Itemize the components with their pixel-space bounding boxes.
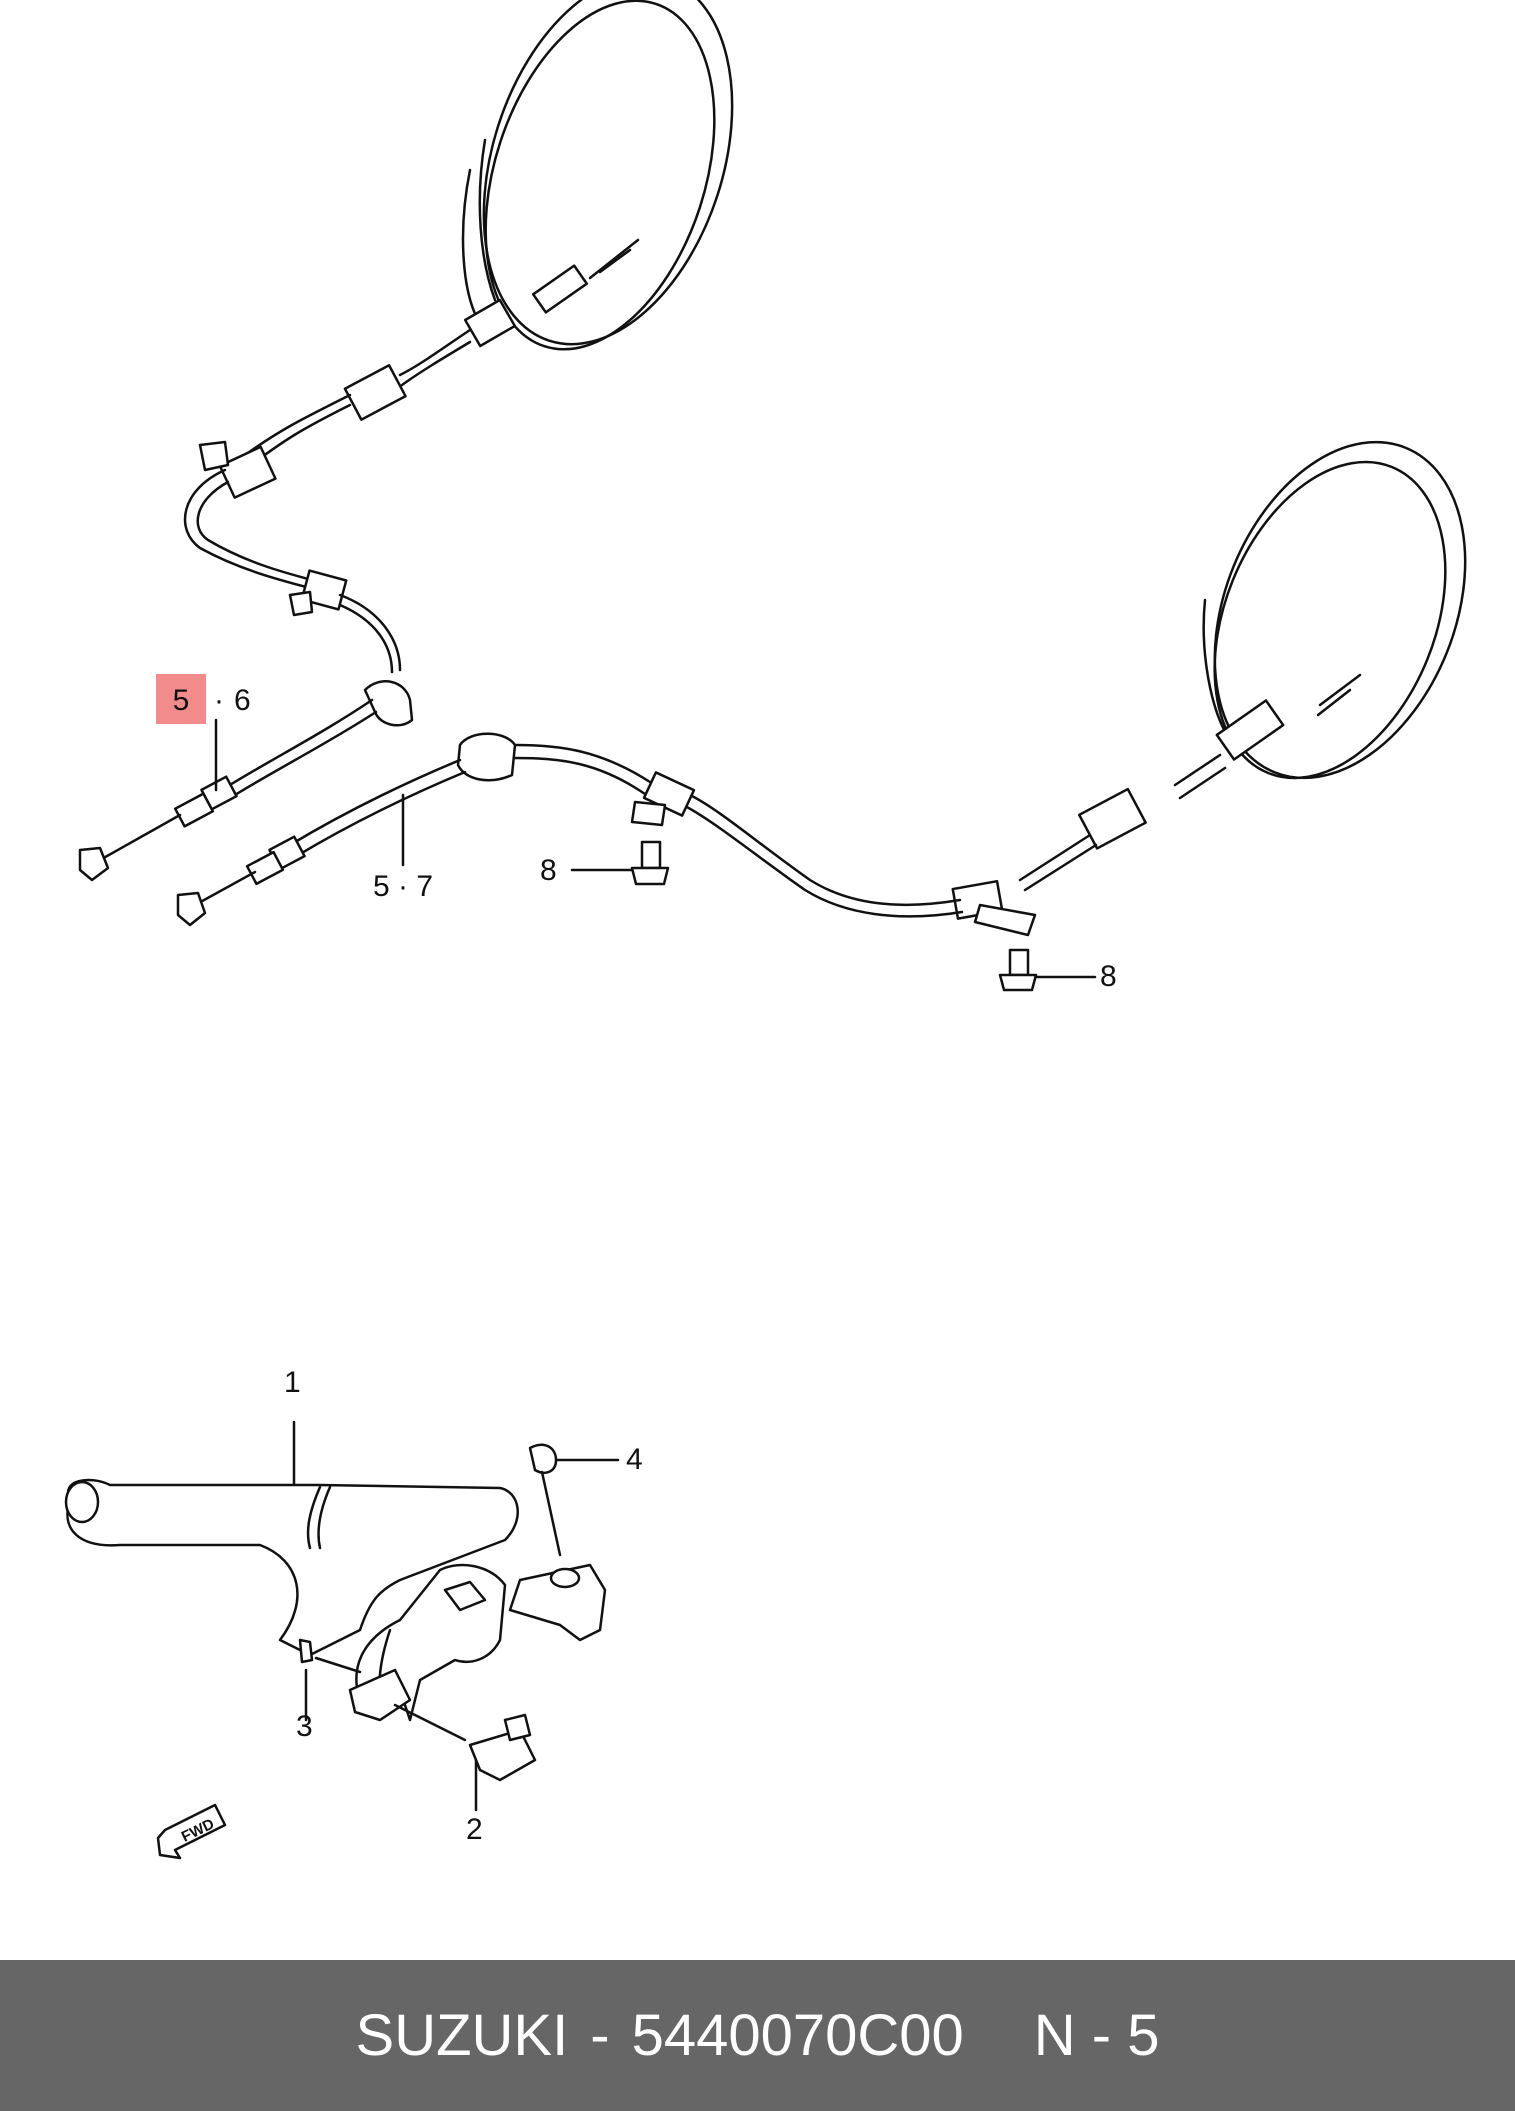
callout-separator: · — [214, 684, 224, 717]
callout-2: 2 — [466, 1813, 483, 1846]
callout-5-highlighted: 5 — [172, 684, 190, 717]
footer-separator: - — [590, 2003, 610, 2068]
cable-5-6 — [78, 238, 640, 882]
callout-8-right: 8 — [1100, 960, 1117, 993]
callout-1: 1 — [284, 1366, 301, 1399]
brake-drum-right — [1202, 440, 1467, 780]
leader-lines — [214, 718, 1097, 1812]
cable-5-7 — [176, 673, 1362, 937]
fwd-arrow-icon — [156, 1803, 227, 1860]
bolt-8-left — [630, 840, 670, 886]
bolt-8-right — [998, 948, 1038, 992]
callout-5-7: 5 · 7 — [373, 870, 434, 903]
callout-4: 4 — [626, 1443, 643, 1476]
footer-brand: SUZUKI — [355, 2003, 569, 2068]
parts-diagram: 5 · 6 5 · 7 8 8 1 4 3 2 FWD — [64, 0, 1467, 1860]
highlight-part-5 — [156, 674, 206, 724]
footer-diagram-ref: N - 5 — [1033, 2003, 1160, 2068]
brake-drum-left — [461, 0, 734, 351]
parking-brake-lever — [64, 1443, 607, 1782]
callout-3: 3 — [296, 1710, 313, 1743]
footer-part-number: 5440070C00 — [631, 2003, 964, 2068]
footer-bar: SUZUKI - 5440070C00 N - 5 — [0, 1960, 1515, 2111]
callout-6: 6 — [234, 684, 251, 717]
callout-8-left: 8 — [540, 854, 557, 887]
